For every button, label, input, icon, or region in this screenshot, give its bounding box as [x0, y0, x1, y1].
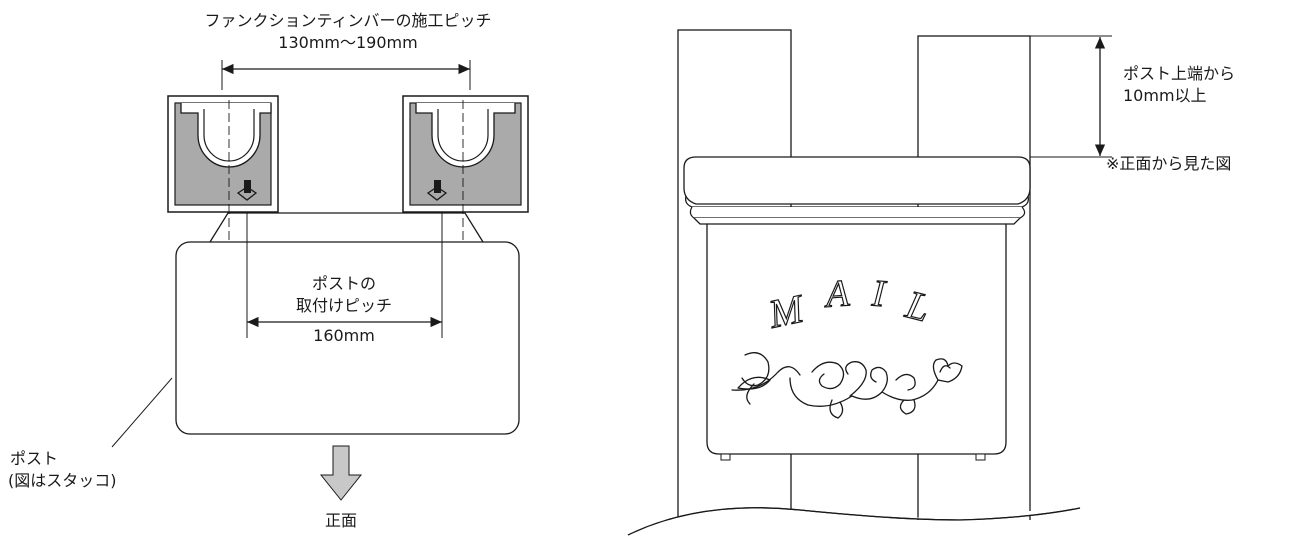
- pitch-value: 130mm〜190mm: [278, 33, 418, 52]
- mount-label-line2: 取付けピッチ: [295, 296, 392, 315]
- mail-letter-a: A: [821, 272, 851, 316]
- post-label-line2: (図はスタッコ): [8, 471, 117, 490]
- mount-label-line1: ポストの: [311, 274, 376, 293]
- top-view: [111, 60, 529, 501]
- front-label: 正面: [324, 511, 357, 530]
- post-body-top-view: [175, 241, 520, 435]
- floral-ornament: [731, 352, 963, 419]
- offset-label-line2: 10mm以上: [1123, 86, 1207, 105]
- mailbox-body: [693, 217, 1021, 455]
- timber-bracket-right: [402, 95, 529, 213]
- front-direction-arrow: [319, 445, 363, 501]
- post-leader-line: [111, 377, 173, 448]
- front-view: M A I L: [627, 29, 1112, 536]
- pitch-label: ファンクションティンバーの施工ピッチ: [204, 11, 492, 30]
- mount-value: 160mm: [313, 326, 375, 345]
- offset-label-line1: ポスト上端から: [1123, 64, 1236, 83]
- timber-bracket-left: [167, 95, 279, 213]
- post-label-line1: ポスト: [10, 449, 59, 468]
- mailbox-lid: [683, 156, 1031, 219]
- front-view-note: ※正面から見た図: [1106, 154, 1232, 173]
